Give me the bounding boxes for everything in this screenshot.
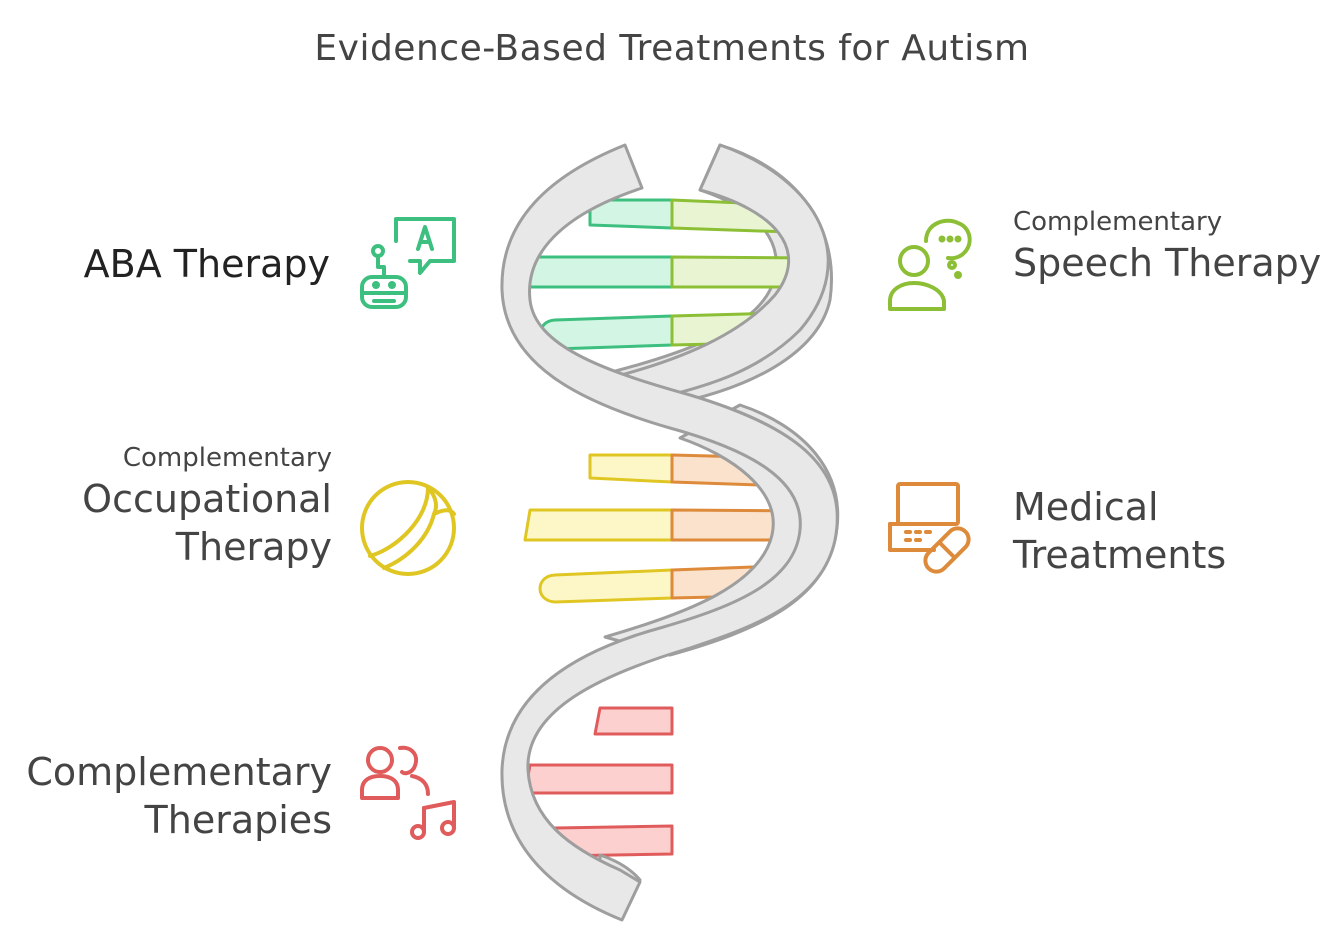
complementary-therapies-label: Complementary Therapies [20, 748, 332, 844]
speech-therapy-title: Speech Therapy [1013, 241, 1322, 285]
speech-person-icon [888, 218, 972, 311]
complementary-therapies-line2: Therapies [144, 798, 332, 842]
ball-icon [360, 480, 456, 576]
occupational-therapy-subtitle: Complementary [122, 443, 332, 473]
medical-treatments-line2: Treatments [1013, 533, 1227, 577]
medical-treatments-label: Medical Treatments [1013, 483, 1313, 579]
robot-chat-icon [360, 217, 456, 309]
aba-therapy-label: ABA Therapy [30, 240, 330, 288]
speech-therapy-subtitle: Complementary [1013, 207, 1223, 237]
occupational-therapy-label: Complementary Occupational Therapy [30, 441, 332, 571]
medical-treatments-line1: Medical [1013, 485, 1159, 529]
speech-therapy-label: Complementary Speech Therapy [1013, 205, 1333, 287]
helix-front-strand [500, 143, 839, 922]
occupational-therapy-line2: Therapy [175, 525, 332, 569]
aba-therapy-title: ABA Therapy [83, 242, 330, 286]
people-music-icon [360, 745, 456, 840]
laptop-pill-icon [888, 482, 971, 574]
occupational-therapy-line1: Occupational [82, 477, 332, 521]
complementary-therapies-line1: Complementary [26, 750, 332, 794]
diagram-title: Evidence-Based Treatments for Autism [314, 28, 1030, 69]
